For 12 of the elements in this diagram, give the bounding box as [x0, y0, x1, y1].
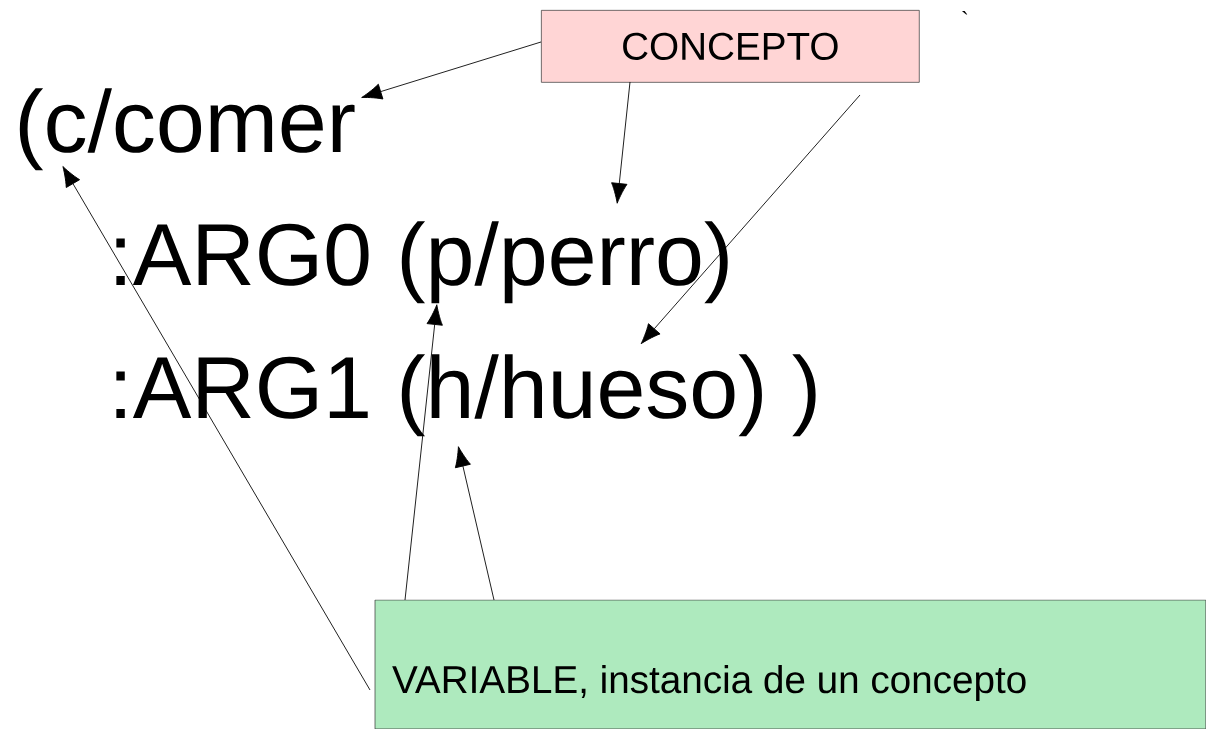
- backtick-mark: `: [962, 10, 968, 15]
- code-line: (c/comer: [19, 88, 355, 171]
- arrow: [611, 81, 631, 204]
- code-line: :ARG1 (h/hueso) ): [116, 354, 816, 437]
- concept-box: CONCEPTO: [541, 10, 920, 83]
- arrow: [361, 41, 542, 100]
- variable-box: VARIABLE, instancia de un concepto: [374, 599, 1206, 729]
- code-line: :ARG0 (p/perro): [116, 221, 728, 304]
- arrow: [640, 94, 861, 345]
- arrow: [404, 304, 443, 601]
- arrow: [454, 446, 495, 601]
- arrow: [62, 166, 371, 691]
